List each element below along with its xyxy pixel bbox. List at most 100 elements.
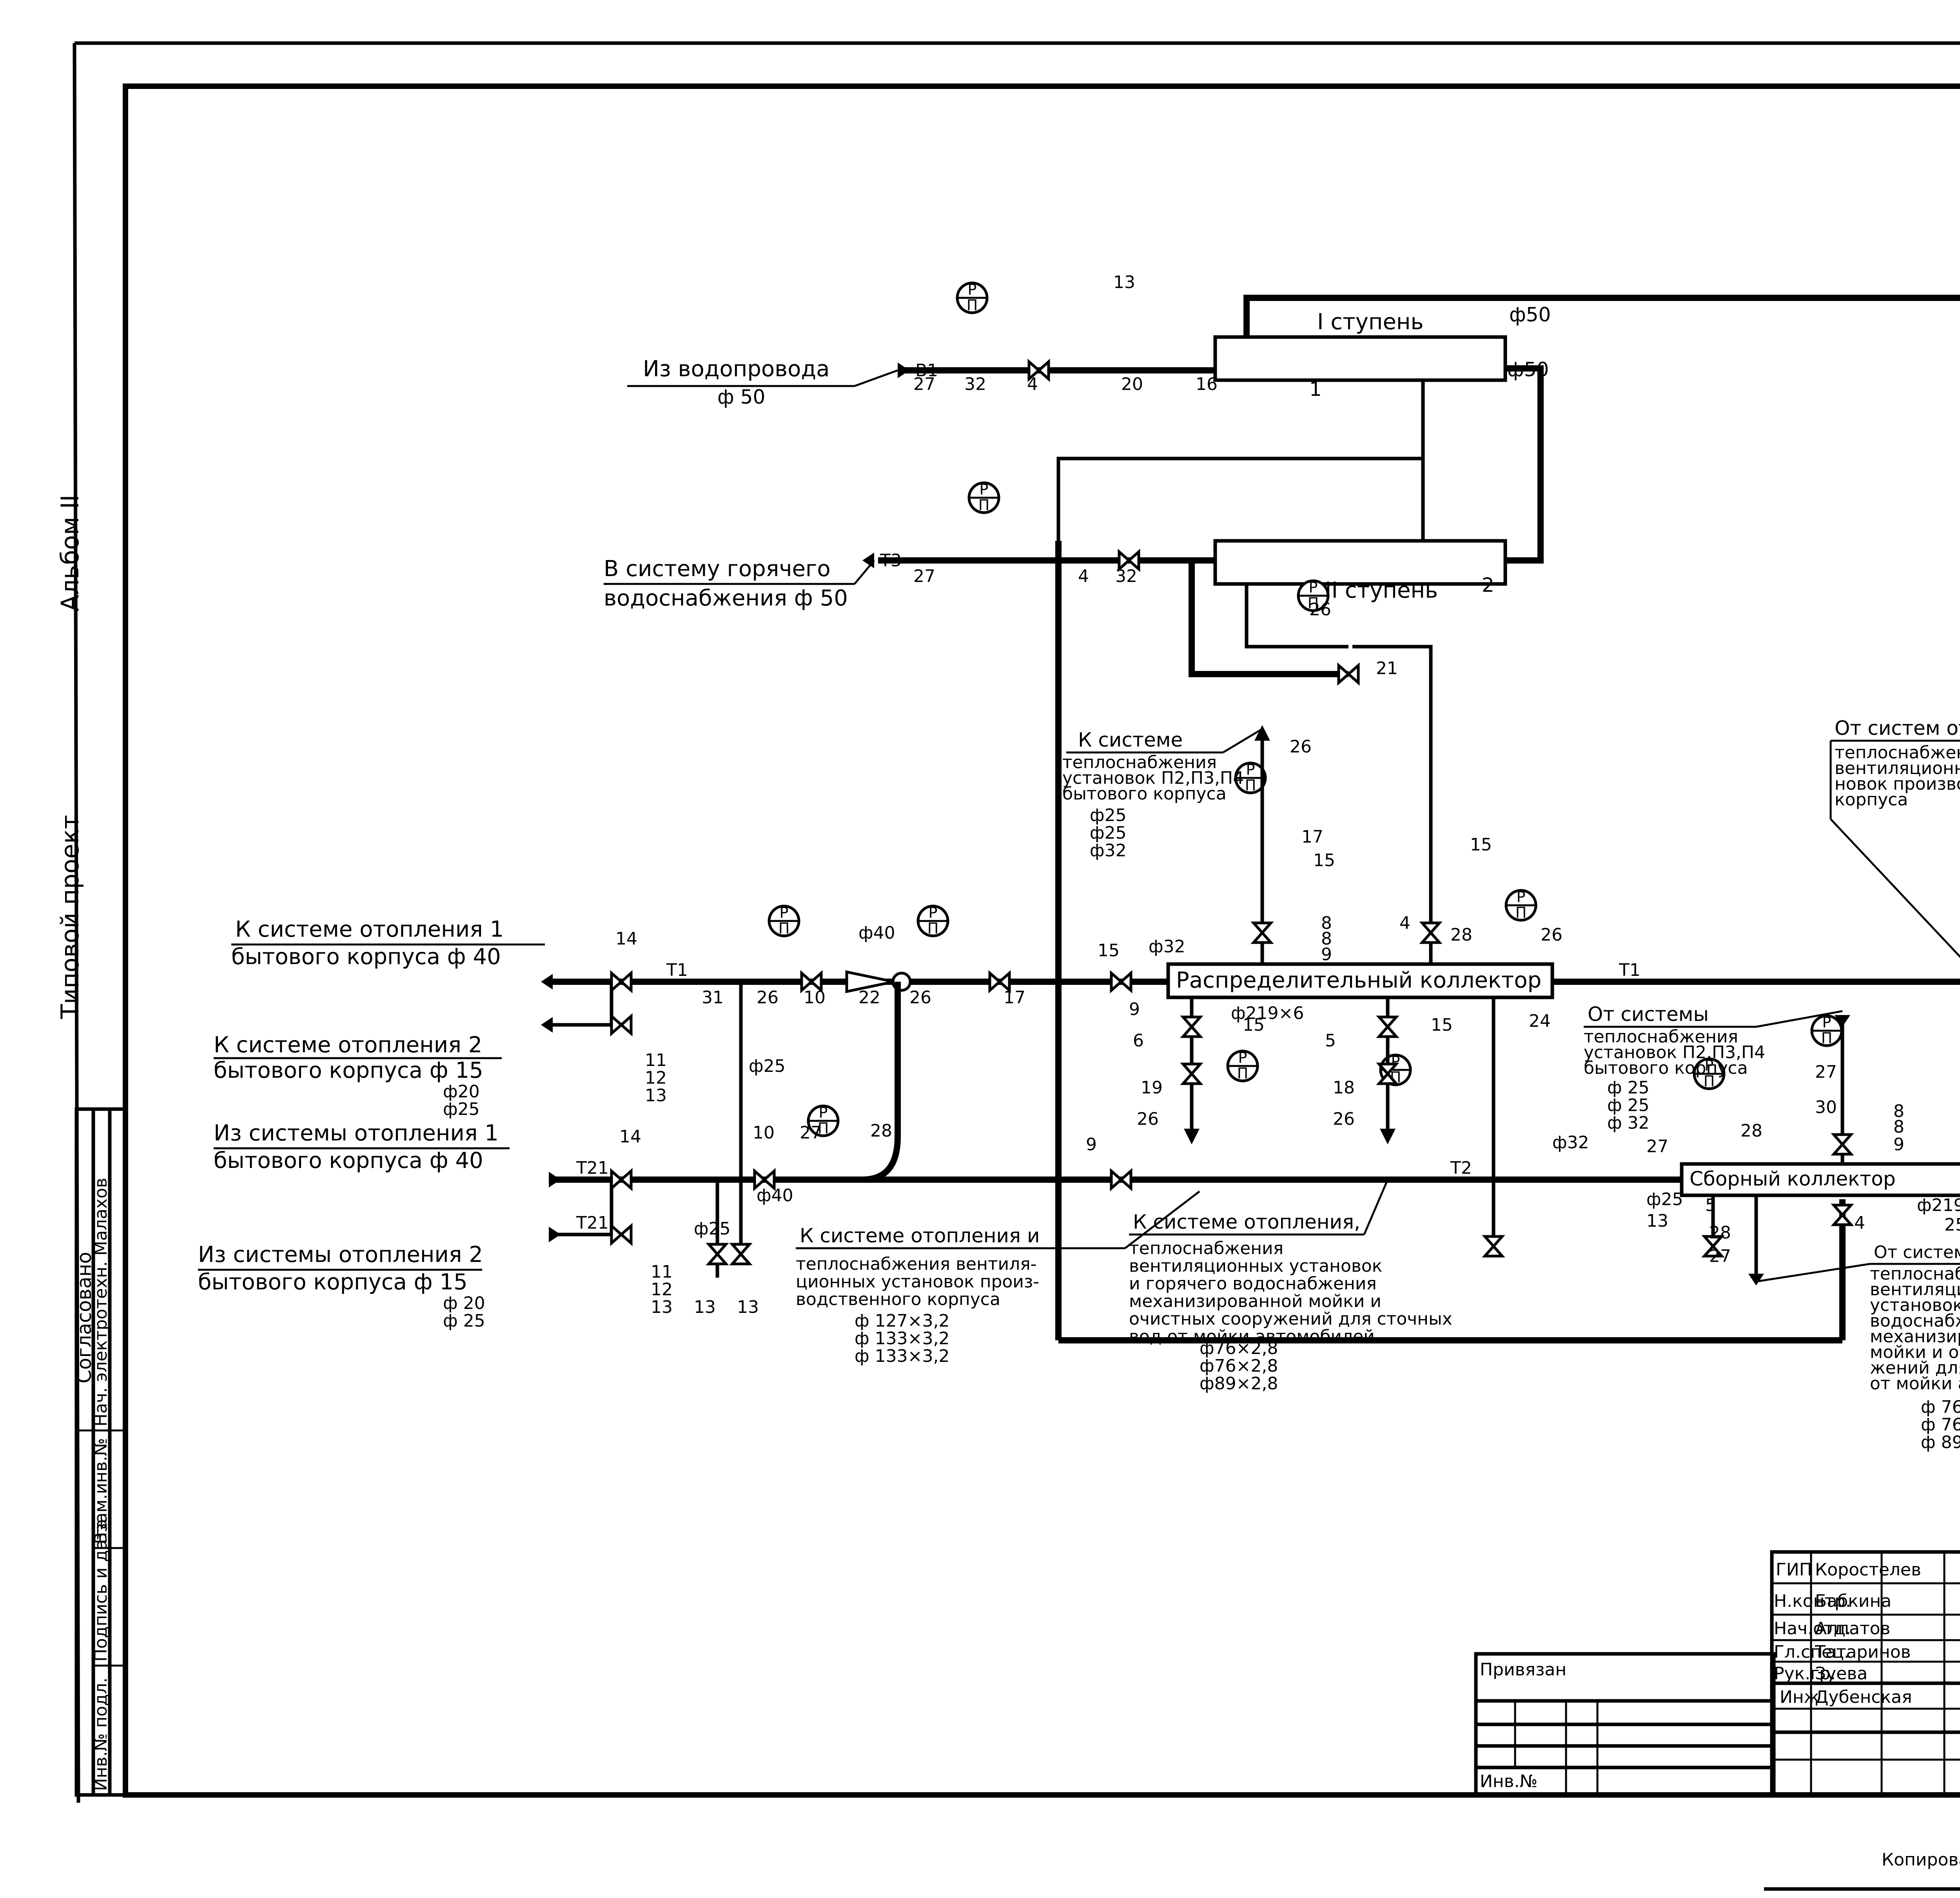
note-from-heating-production: От систем отопления и теплоснабжения вен… xyxy=(1829,717,1960,958)
distribution-collector: Распределительный коллектор ф219×6 24 ф3… xyxy=(1149,937,1554,1031)
svg-text:15: 15 xyxy=(1313,850,1335,870)
role-name: Дубенская xyxy=(1815,1687,1912,1707)
svg-text:13: 13 xyxy=(737,1297,759,1317)
valve-icon xyxy=(1110,1168,1132,1191)
svg-text:18: 18 xyxy=(1333,1078,1355,1098)
svg-text:15: 15 xyxy=(1431,1015,1453,1035)
svg-text:П: П xyxy=(927,920,939,937)
svg-text:9: 9 xyxy=(1086,1135,1097,1155)
svg-text:P: P xyxy=(1822,1014,1831,1031)
gauge-icon: PП xyxy=(1693,1057,1726,1090)
stage2-heat-exchanger: II ступень 2 xyxy=(1213,539,1507,603)
svg-text:28: 28 xyxy=(1740,1121,1762,1141)
svg-text:9: 9 xyxy=(1129,999,1140,1019)
note-diameter: ф 76×2,8 xyxy=(1921,1415,1960,1435)
svg-text:П: П xyxy=(1704,1073,1715,1090)
valve-icon xyxy=(988,970,1011,993)
svg-text:26: 26 xyxy=(1309,600,1331,620)
note-line: бытового корпуса xyxy=(1062,784,1227,804)
collecting-collector-inlet-d: ф32 xyxy=(1552,1133,1589,1153)
stage1-label: I ступень xyxy=(1317,309,1424,335)
gauge-icon: PП xyxy=(1234,761,1267,794)
note-diameter: ф 127×3,2 xyxy=(855,1311,949,1331)
svg-text:32: 32 xyxy=(964,374,986,394)
svg-text:19: 19 xyxy=(1141,1078,1163,1098)
branch4-label: Из системы отопления 2 xyxy=(198,1242,483,1267)
svg-text:27: 27 xyxy=(1815,1062,1837,1082)
note-line: очистных сооружений для сточных xyxy=(1129,1309,1452,1329)
svg-text:10: 10 xyxy=(804,988,826,1008)
valve-icon xyxy=(753,1168,776,1191)
distribution-collector-d: ф219×6 xyxy=(1231,1003,1304,1023)
note-to-heating-wash: К системе отопления, теплоснабжения вент… xyxy=(1129,1179,1452,1394)
note-line: корпуса xyxy=(1835,790,1908,810)
svg-text:П: П xyxy=(818,1120,829,1137)
note-diameter: ф25 xyxy=(1090,823,1127,843)
note-line: механизированной мойки и xyxy=(1129,1291,1381,1311)
note-line: мойки и очистных соору- xyxy=(1870,1342,1960,1362)
svg-text:П: П xyxy=(1245,777,1256,794)
branch3-label: Из системы отопления 1 xyxy=(214,1120,499,1146)
title-block: ГИП Коростелев Н.контр. Бабкина Нач.отд.… xyxy=(1770,1550,1960,1797)
note-line: водственного корпуса xyxy=(796,1289,1000,1309)
arrow-icon xyxy=(549,1172,561,1187)
note-diameter: ф76×2,8 xyxy=(1200,1356,1278,1376)
svg-text:P: P xyxy=(968,281,977,298)
svg-text:П: П xyxy=(779,920,790,937)
note-line: установок и горячего xyxy=(1870,1295,1960,1315)
svg-text:П: П xyxy=(1515,904,1527,921)
cold-water-inlet: Из водопровода ф 50 В1 xyxy=(627,356,938,408)
inv-label: Инв.№ xyxy=(1480,1771,1537,1791)
svg-text:26: 26 xyxy=(1333,1109,1355,1129)
branch4-d: ф 25 xyxy=(443,1311,485,1331)
role-label: Нач.отд. xyxy=(1774,1619,1851,1639)
valve-icon xyxy=(1831,1133,1854,1156)
valve-icon xyxy=(1027,359,1050,382)
valve-icon xyxy=(1419,921,1443,944)
note-line: вентиляционных установок xyxy=(1129,1256,1382,1276)
note-to-heating-production: К системе отопления и теплоснабжения вен… xyxy=(796,1191,1200,1366)
note-line: От систем отопления, xyxy=(1874,1242,1960,1262)
distribution-collector-item: 24 xyxy=(1529,1011,1551,1031)
note-line: жений для сточных вод xyxy=(1870,1358,1960,1378)
svg-text:П: П xyxy=(978,497,990,514)
sheet-frame xyxy=(123,83,1960,1798)
note-line: установок П2,П3,П4 xyxy=(1584,1042,1765,1062)
valve-icon xyxy=(1180,1062,1203,1085)
svg-text:8: 8 xyxy=(1893,1117,1904,1137)
line-code-t1: Т1 xyxy=(1619,960,1641,980)
valve-icon xyxy=(1118,549,1140,572)
svg-text:P: P xyxy=(929,904,938,921)
branch2-label: К системе отопления 2 xyxy=(214,1032,482,1058)
line-code-t1: Т1 xyxy=(666,960,688,980)
note-diameter: ф76×2,8 xyxy=(1200,1338,1278,1358)
svg-text:26: 26 xyxy=(1137,1109,1159,1129)
hot-water-outlet: В систему горячего водоснабжения ф 50 Т3 xyxy=(604,551,902,611)
svg-text:28: 28 xyxy=(870,1121,892,1141)
valve-icon xyxy=(1701,1235,1725,1258)
svg-text:8: 8 xyxy=(1321,913,1332,933)
svg-text:30: 30 xyxy=(1815,1097,1837,1117)
stage2-item: 2 xyxy=(1482,574,1494,596)
gauge-icon: PП xyxy=(1504,888,1537,922)
note-line: теплоснабжения xyxy=(1870,1264,1960,1284)
note-line: вод от мойки автомобилей xyxy=(1129,1327,1375,1347)
note-from-heating-wash: От систем отопления, теплоснабжения вент… xyxy=(1756,1242,1960,1452)
branch4-d: ф 20 xyxy=(443,1293,485,1313)
svg-text:28: 28 xyxy=(1709,1223,1731,1243)
gauge-icon: PП xyxy=(768,904,800,937)
signature-date-label: Подпись и дата xyxy=(91,1519,111,1662)
branch1-label-2: бытового корпуса ф 40 xyxy=(231,944,501,970)
arrow-icon xyxy=(541,1017,553,1033)
svg-text:14: 14 xyxy=(619,1127,641,1147)
note-diameter: ф 32 xyxy=(1607,1113,1650,1133)
note-line: От систем отопления и xyxy=(1835,717,1960,740)
svg-text:4: 4 xyxy=(1078,566,1089,586)
note-line: теплоснабжения xyxy=(1584,1027,1738,1047)
bound-label: Привязан xyxy=(1480,1660,1566,1680)
role-name: Коростелев xyxy=(1815,1560,1921,1580)
gauge-icon: PП xyxy=(956,281,989,314)
footer: Копировал 1242-02 Формат А2 xyxy=(1764,1850,1960,1891)
inlet-code: В1 xyxy=(915,361,938,381)
